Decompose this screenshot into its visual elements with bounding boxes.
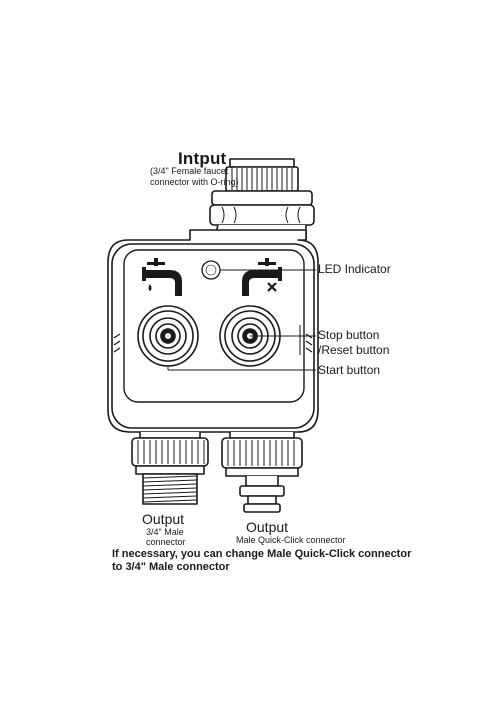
input-subtitle-line-2: connector with O-ring) — [150, 177, 239, 187]
faucet-drip-icon — [142, 258, 182, 296]
note-line-2: to 3/4" Male connector — [112, 561, 230, 573]
start-button-label: Start button — [318, 363, 381, 377]
input-title: Intput — [178, 149, 227, 168]
faucet-off-icon — [242, 258, 282, 296]
output-right-connector — [221, 432, 303, 513]
leader-lines — [167, 166, 316, 371]
output-right-title: Output — [246, 519, 289, 535]
output-left-title: Output — [142, 511, 185, 527]
side-grip-left — [113, 333, 121, 353]
output-left-connector — [131, 432, 209, 505]
led-indicator-label: LED Indicator — [318, 262, 391, 276]
stop-button-label: Stop button — [318, 328, 380, 342]
output-left-subtitle-line-1: 3/4" Male — [146, 527, 184, 537]
note-line-1: If necessary, you can change Male Quick-… — [112, 548, 412, 560]
output-left-subtitle-line-2: connector — [146, 537, 186, 547]
output-right-subtitle: Male Quick-Click connector — [236, 535, 346, 545]
reset-button-label: /Reset button — [318, 343, 390, 357]
input-subtitle-line-1: (3/4" Female faucet — [150, 166, 229, 176]
timer-body — [107, 229, 319, 433]
